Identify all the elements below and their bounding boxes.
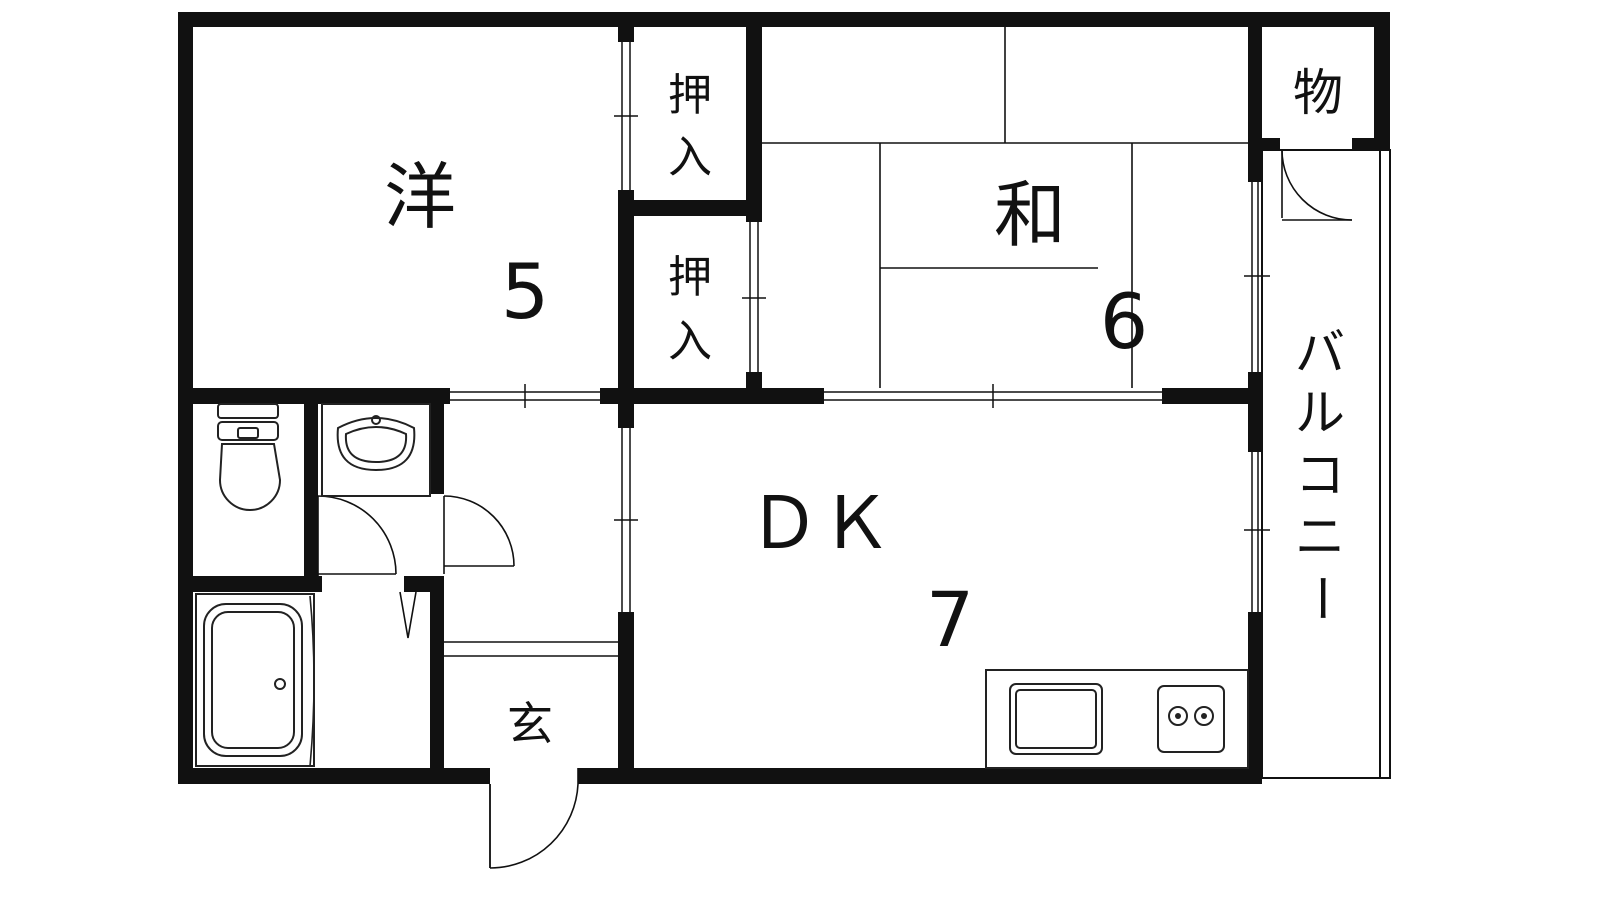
room-western: 洋 5 xyxy=(384,155,549,336)
balcony-char-1: バ xyxy=(1295,324,1345,382)
balcony-area xyxy=(1261,149,1391,779)
stove-icon xyxy=(1157,685,1225,753)
room-dk: ＤＫ 7 xyxy=(748,481,974,664)
sliding-doors xyxy=(450,42,1270,612)
room-western-name: 洋 xyxy=(384,155,456,239)
balcony-char-4: ニ xyxy=(1295,508,1345,566)
storage-label: 物 xyxy=(1293,64,1343,122)
kitchen-counter xyxy=(985,669,1249,769)
balcony-char-2: ル xyxy=(1295,384,1345,442)
entrance-label: 玄 xyxy=(507,697,553,751)
room-dk-size: 7 xyxy=(926,575,974,664)
room-japanese: 和 6 xyxy=(994,173,1148,366)
balcony-char-5: ー xyxy=(1292,573,1350,623)
wash-basin-icon xyxy=(321,403,431,497)
balcony-label: バ ル コ ニ ー xyxy=(1292,324,1350,623)
closet-lower-label-2: 入 xyxy=(668,316,712,367)
closet-upper-label-1: 押 xyxy=(668,70,712,121)
toilet-icon xyxy=(217,403,282,512)
room-japanese-size: 6 xyxy=(1100,277,1148,366)
balcony-char-3: コ xyxy=(1295,446,1345,504)
room-japanese-name: 和 xyxy=(994,173,1066,257)
closet-lower-label-1: 押 xyxy=(668,252,712,303)
closet-upper-label-2: 入 xyxy=(668,132,712,183)
room-dk-name: ＤＫ xyxy=(748,481,892,565)
sink-icon xyxy=(1009,683,1103,755)
bathtub-icon xyxy=(195,593,315,767)
hinged-doors xyxy=(317,149,1353,869)
room-western-size: 5 xyxy=(501,247,549,336)
walls xyxy=(178,12,1390,784)
closet-upper: 押 入 xyxy=(668,70,712,183)
tatami-lines xyxy=(762,26,1250,388)
entrance-step xyxy=(444,641,618,657)
closet-lower: 押 入 xyxy=(668,252,712,367)
